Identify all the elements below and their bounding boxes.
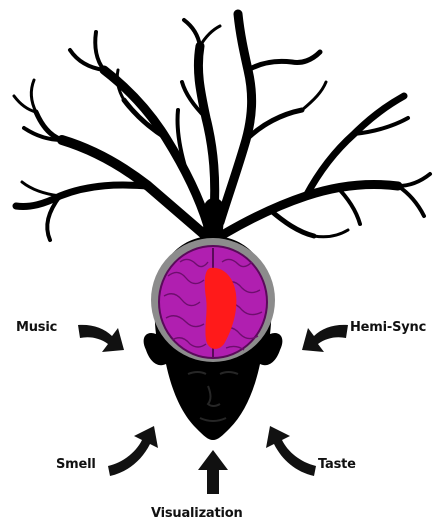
smell-label: Smell — [56, 457, 96, 472]
visualization-label: Visualization — [151, 506, 243, 521]
taste-arrow-icon — [266, 426, 316, 476]
taste-label: Taste — [318, 457, 356, 472]
brain-icon — [151, 238, 275, 362]
music-arrow-icon — [78, 325, 124, 352]
music-label: Music — [16, 320, 57, 335]
hemi-sync-label: Hemi-Sync — [350, 320, 426, 335]
visualization-arrow-icon — [198, 450, 228, 494]
branching-tree-icon — [14, 14, 430, 240]
smell-arrow-icon — [108, 426, 158, 476]
hemi-sync-arrow-icon — [302, 325, 348, 352]
